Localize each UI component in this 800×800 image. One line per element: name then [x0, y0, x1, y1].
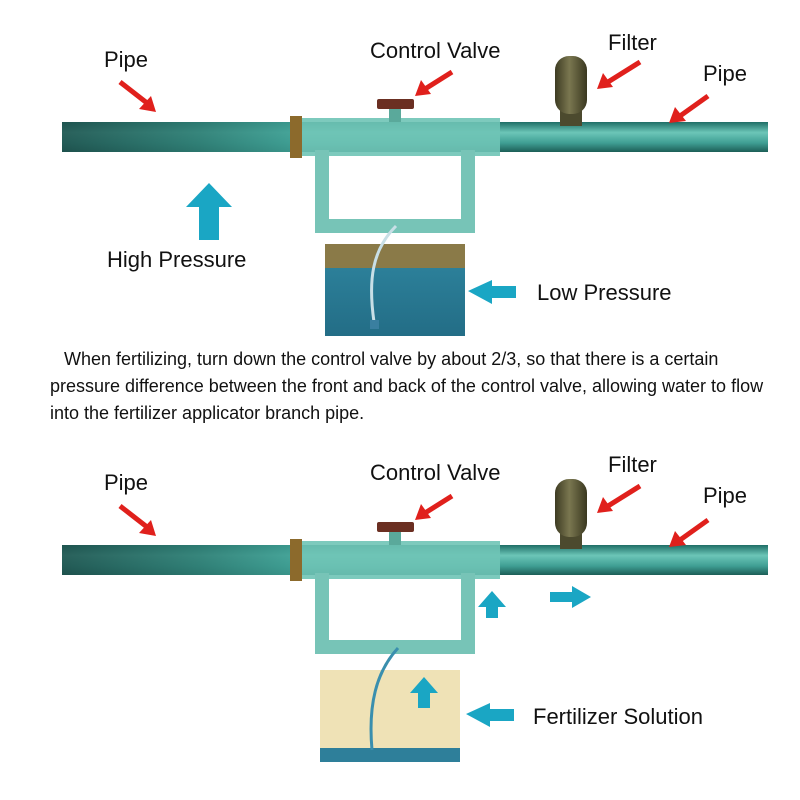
- label-arrow-icon: [597, 73, 613, 89]
- main-pipe-left-dark: [62, 122, 292, 152]
- label-arrow-icon: [669, 531, 686, 547]
- label-arrow-icon: [606, 483, 642, 509]
- suction-tube: [370, 224, 398, 323]
- filter-icon: [555, 479, 587, 537]
- filter-neck: [560, 110, 582, 126]
- label-arrow-icon: [415, 80, 431, 96]
- label-control-valve: Control Valve: [370, 460, 501, 485]
- branch-pipe: [315, 150, 475, 233]
- label-arrow-icon: [118, 504, 149, 529]
- description-text: When fertilizing, turn down the control …: [50, 349, 764, 423]
- filter-icon: [555, 56, 587, 114]
- label-high-pressure: High Pressure: [107, 247, 247, 272]
- label-arrow-icon: [678, 93, 710, 119]
- flow-arrow-icon: [550, 586, 591, 608]
- label-arrow-icon: [118, 80, 149, 105]
- flow-arrow-icon: [410, 677, 438, 708]
- label-control-valve: Control Valve: [370, 38, 501, 63]
- label-filter: Filter: [608, 30, 657, 55]
- pipe-coupling: [290, 539, 302, 581]
- label-arrow-icon: [597, 497, 613, 513]
- label-filter: Filter: [608, 452, 657, 477]
- flow-arrow-icon: [186, 183, 232, 240]
- valve-body: [302, 541, 500, 579]
- label-arrow-icon: [423, 69, 454, 92]
- filter-neck: [560, 533, 582, 549]
- label-pipe-left: Pipe: [104, 470, 149, 495]
- branch-pipe: [315, 573, 475, 654]
- label-pipe-left: Pipe: [104, 47, 149, 72]
- label-fertilizer-solution: Fertilizer Solution: [533, 704, 703, 729]
- label-arrow-icon: [678, 517, 710, 543]
- tank-water-bottom: [320, 748, 460, 762]
- flow-arrow-icon: [478, 591, 506, 618]
- valve-handle-icon: [377, 522, 414, 532]
- label-arrow-icon: [669, 107, 686, 123]
- valve-body: [302, 118, 500, 156]
- bottom-diagram: [62, 479, 768, 762]
- label-arrow-icon: [139, 96, 156, 112]
- label-arrow-icon: [423, 493, 454, 516]
- flow-arrow-icon: [466, 703, 514, 727]
- suction-tube: [369, 646, 400, 751]
- label-arrow-icon: [415, 504, 431, 520]
- fertilizer-tank: [320, 670, 460, 762]
- label-arrow-icon: [606, 59, 642, 85]
- pipe-coupling: [290, 116, 302, 158]
- tank-soil-layer: [325, 244, 465, 268]
- label-pipe-right: Pipe: [703, 483, 748, 508]
- main-pipe-left-dark: [62, 545, 292, 575]
- valve-handle-icon: [377, 99, 414, 109]
- flow-arrow-icon: [468, 280, 516, 304]
- top-diagram: [62, 56, 768, 336]
- label-arrow-icon: [139, 520, 156, 536]
- label-low-pressure: Low Pressure: [537, 280, 672, 305]
- label-pipe-right: Pipe: [703, 61, 748, 86]
